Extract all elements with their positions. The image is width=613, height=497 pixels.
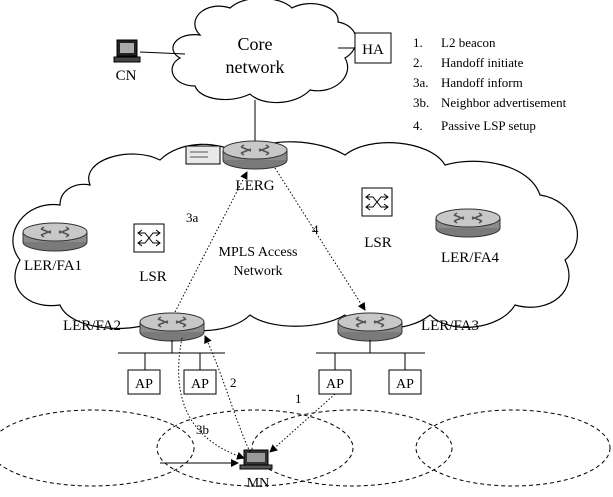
lsr-left-icon xyxy=(133,223,165,253)
core-network-label-2: network xyxy=(226,57,285,77)
server-icon xyxy=(185,145,221,165)
svg-text:Neighbor advertisement: Neighbor advertisement xyxy=(441,95,567,110)
svg-text:L2 beacon: L2 beacon xyxy=(441,35,496,50)
access-network-label-2: Network xyxy=(234,264,283,279)
coverage-cell-3 xyxy=(251,409,453,487)
svg-text:3b.: 3b. xyxy=(413,95,429,110)
access-network-cloud xyxy=(12,141,578,332)
ap-box-4 xyxy=(388,369,422,395)
fa2-router-icon xyxy=(139,312,205,342)
svg-text:3a.: 3a. xyxy=(413,75,429,90)
svg-text:3a: 3a xyxy=(186,210,199,225)
ap-box-3 xyxy=(318,369,352,395)
svg-text:Handoff inform: Handoff inform xyxy=(441,75,523,90)
core-network-label-1: Core xyxy=(238,34,273,54)
svg-text:AP: AP xyxy=(326,377,344,392)
svg-text:Passive LSP setup: Passive LSP setup xyxy=(441,118,536,133)
computer-icon xyxy=(113,39,141,63)
lsr-left-label: LSR xyxy=(139,269,167,285)
svg-text:4.: 4. xyxy=(413,118,423,133)
lsr-right-icon xyxy=(361,187,393,217)
mn-label: MN xyxy=(247,476,270,491)
svg-text:Handoff initiate: Handoff initiate xyxy=(441,55,524,70)
coverage-cell-1 xyxy=(0,409,195,487)
step3b-arrow xyxy=(178,337,245,460)
svg-text:1.: 1. xyxy=(413,35,423,50)
core-network-cloud xyxy=(171,0,357,104)
svg-text:1: 1 xyxy=(295,391,302,406)
step1-arrow xyxy=(269,393,336,453)
step4-arrow xyxy=(274,167,366,311)
fa3-router-icon xyxy=(337,312,403,342)
fa2-label: LER/FA2 xyxy=(63,318,121,334)
ha-box xyxy=(354,32,392,64)
svg-text:4: 4 xyxy=(312,222,319,237)
fa4-router-icon xyxy=(435,208,501,238)
fa1-router-icon xyxy=(22,222,88,252)
legend: 1. L2 beacon 2. Handoff initiate 3a. Han… xyxy=(413,35,567,133)
lerg-label: LERG xyxy=(235,178,274,194)
lerg-router-icon xyxy=(222,140,288,170)
fa3-label: LER/FA3 xyxy=(421,318,479,334)
mobile-node-icon xyxy=(239,449,273,470)
ha-label: HA xyxy=(362,42,384,58)
access-network-label-1: MPLS Access xyxy=(219,245,298,260)
step2-arrow xyxy=(204,335,251,453)
fa1-label: LER/FA1 xyxy=(24,258,82,274)
cn-label: CN xyxy=(116,68,137,84)
ap-box-2 xyxy=(183,369,217,395)
coverage-cell-4 xyxy=(415,409,611,487)
svg-text:3b: 3b xyxy=(196,422,209,437)
svg-text:2.: 2. xyxy=(413,55,423,70)
svg-text:AP: AP xyxy=(135,377,153,392)
svg-text:AP: AP xyxy=(396,377,414,392)
fa4-label: LER/FA4 xyxy=(441,250,500,266)
svg-text:2: 2 xyxy=(230,375,237,390)
coverage-cell-2 xyxy=(156,409,354,487)
lsr-right-label: LSR xyxy=(364,235,392,251)
ap-box-1 xyxy=(127,369,161,395)
svg-text:AP: AP xyxy=(191,377,209,392)
